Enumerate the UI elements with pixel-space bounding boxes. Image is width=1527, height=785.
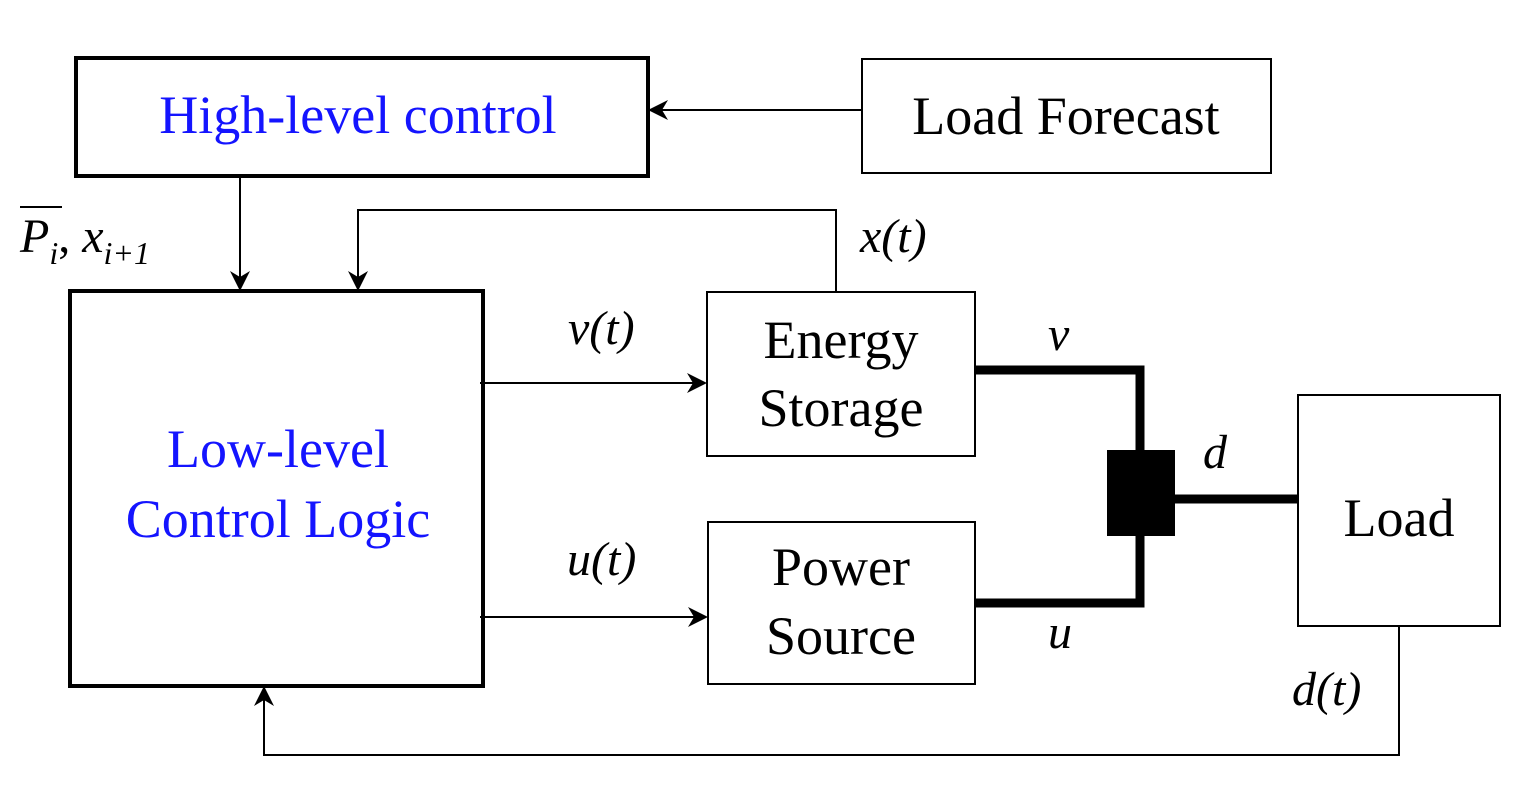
setpoint-x: x — [81, 210, 103, 263]
setpoint-label: Pi, xi+1 — [19, 206, 150, 271]
demand-flow-label: d — [1203, 426, 1228, 479]
low-level-label-line1: Low-level — [167, 419, 389, 479]
junction-node — [1107, 450, 1175, 536]
setpoint-P: P — [19, 210, 49, 263]
svg-text:Pi, xi+1: Pi, xi+1 — [19, 210, 150, 271]
power-source-label-line1: Power — [772, 537, 910, 597]
source-flow-label: u — [1048, 606, 1072, 659]
load-block: Load — [1297, 394, 1501, 627]
energy-storage-label-line2: Storage — [759, 378, 924, 438]
high-level-control-label: High-level control — [159, 85, 556, 145]
high-level-control-block: High-level control — [74, 56, 650, 178]
demand-feedback-arrow — [254, 626, 1400, 756]
setpoint-P-sub: i — [49, 235, 58, 271]
source-power-line — [975, 536, 1145, 608]
setpoint-sep: , — [58, 210, 82, 263]
load-forecast-block: Load Forecast — [861, 58, 1272, 174]
load-forecast-label: Load Forecast — [912, 86, 1219, 146]
storage-flow-label: v — [1048, 308, 1070, 361]
state-label: x(t) — [859, 210, 927, 263]
low-level-control-block: Low-level Control Logic — [68, 289, 485, 688]
source-command-label: u(t) — [567, 533, 636, 586]
low-level-label-line2: Control Logic — [126, 489, 430, 549]
storage-power-line — [975, 365, 1145, 450]
power-source-block: Power Source — [707, 521, 976, 685]
energy-storage-label-line1: Energy — [764, 310, 919, 370]
setpoint-x-sub: i+1 — [104, 235, 150, 271]
storage-command-label: v(t) — [568, 302, 635, 355]
energy-storage-block: Energy Storage — [706, 291, 976, 457]
demand-measurement-label: d(t) — [1292, 663, 1361, 716]
power-source-label-line2: Source — [766, 606, 916, 666]
state-feedback-arrow — [348, 209, 837, 292]
load-label: Load — [1344, 488, 1455, 548]
